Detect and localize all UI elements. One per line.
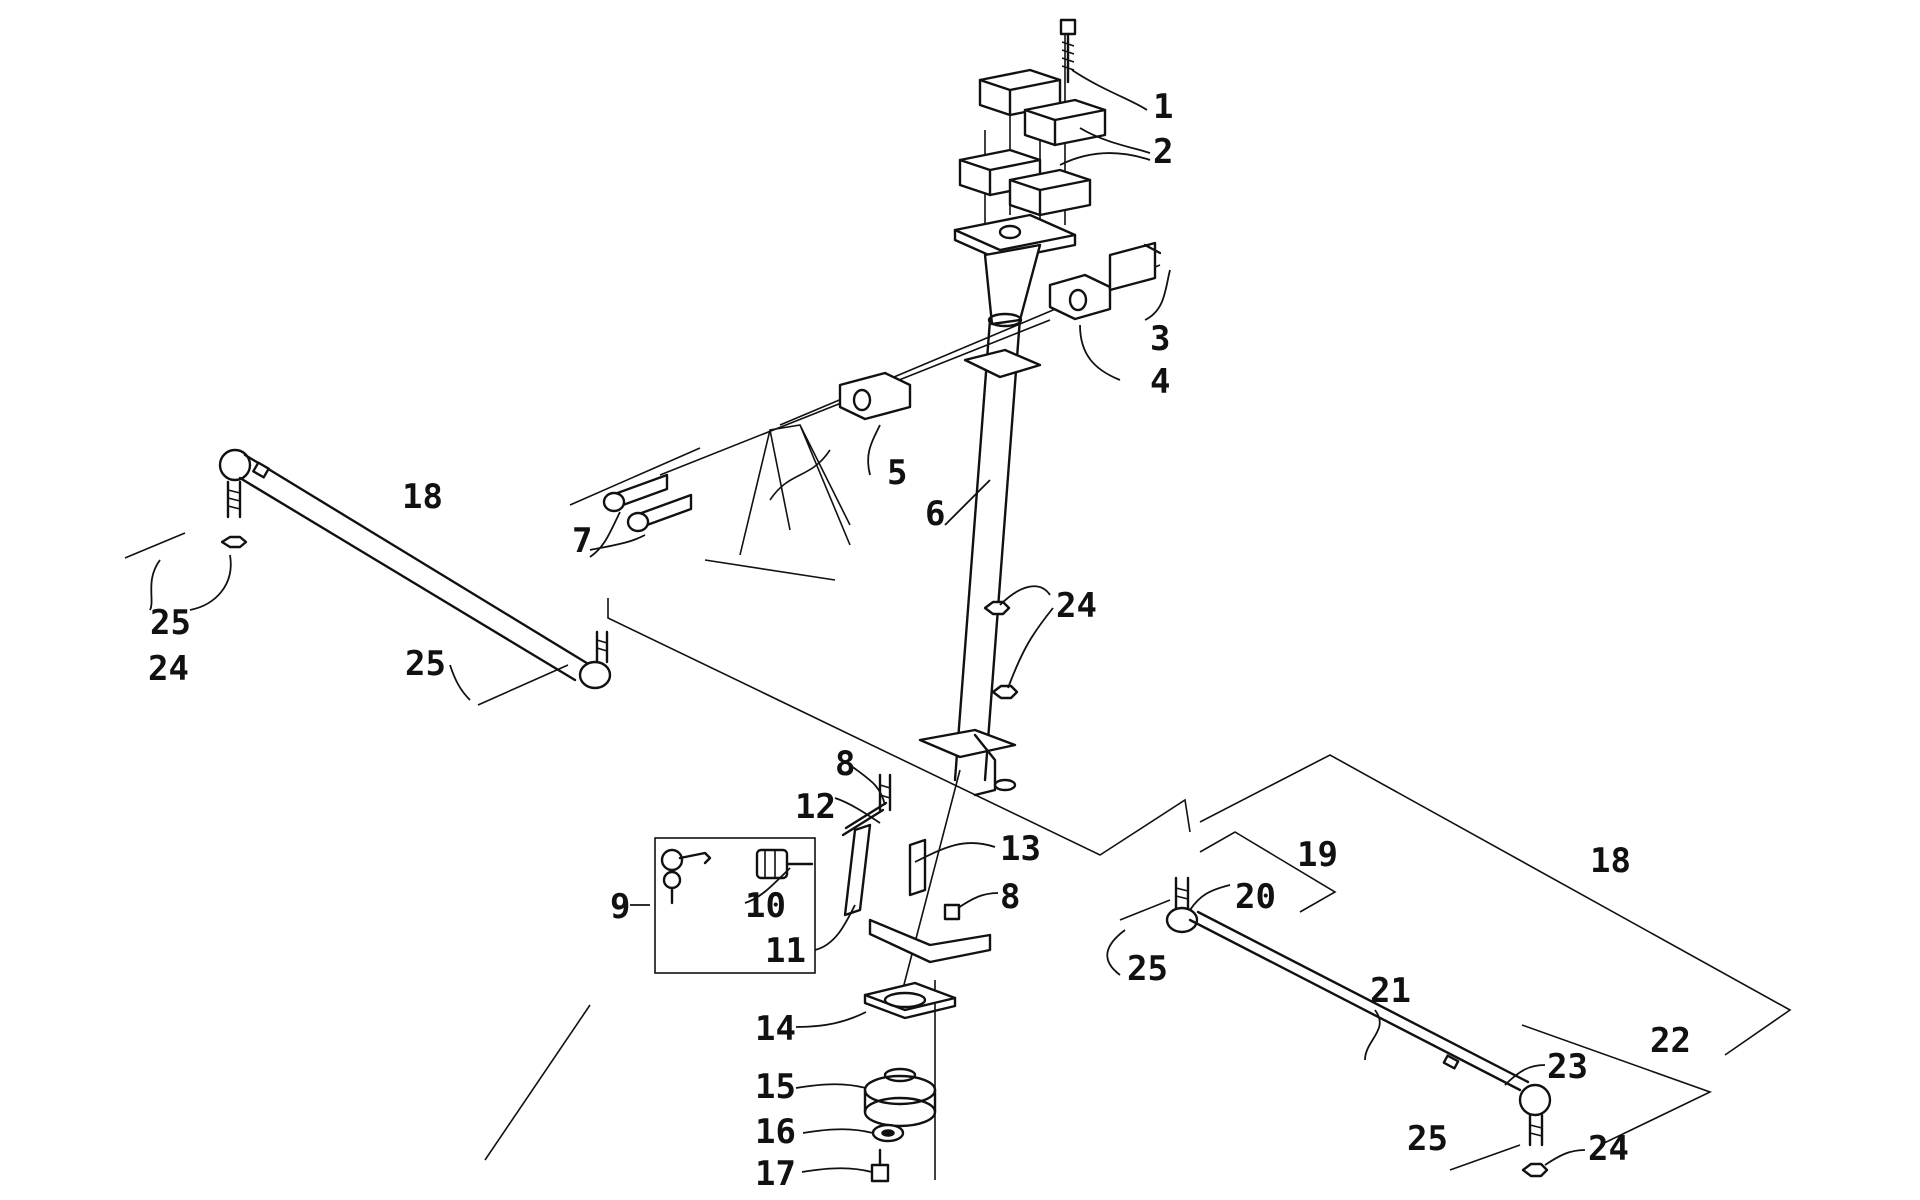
callout-12: 12 — [795, 787, 836, 827]
callout-20: 20 — [1235, 877, 1276, 917]
callout-24a: 24 — [148, 649, 189, 689]
lower-bearing-stack — [863, 981, 957, 1183]
callout-2: 2 — [1153, 132, 1173, 172]
callout-5: 5 — [887, 453, 907, 493]
callout-13: 13 — [1000, 829, 1041, 869]
callout-24b: 24 — [1056, 586, 1097, 626]
callout-14: 14 — [755, 1009, 796, 1049]
callout-19: 19 — [1297, 835, 1338, 875]
callout-25b: 25 — [405, 644, 446, 684]
callout-22: 22 — [1650, 1021, 1691, 1061]
leader-lines — [149, 69, 1586, 1173]
callout-15: 15 — [755, 1067, 796, 1107]
callout-8b: 8 — [1000, 877, 1020, 917]
callout-11: 11 — [765, 931, 806, 971]
top-bolt — [1059, 18, 1077, 84]
assembly-guide-lines — [484, 28, 1792, 1180]
callout-25c: 25 — [1127, 949, 1168, 989]
tie-rod-left — [124, 448, 612, 706]
callout-23: 23 — [1547, 1047, 1588, 1087]
callout-10: 10 — [745, 886, 786, 926]
callout-24c: 24 — [1588, 1129, 1629, 1169]
callout-18a: 18 — [402, 477, 443, 517]
steering-post-bushings — [838, 241, 1162, 421]
callout-1: 1 — [1153, 87, 1173, 127]
frame-bracket — [704, 424, 851, 581]
callout-3: 3 — [1150, 319, 1170, 359]
ignition-lock-assembly — [654, 773, 992, 974]
callout-labels: 1 2 3 4 5 6 7 8 8 9 10 11 12 13 14 15 16… — [148, 87, 1691, 1194]
castle-nuts-center — [983, 600, 1019, 700]
handlebar-clamp-set — [958, 68, 1107, 217]
callout-25d: 25 — [1407, 1119, 1448, 1159]
bushing-bolts — [602, 473, 693, 533]
callout-17: 17 — [755, 1154, 796, 1194]
callout-7: 7 — [572, 521, 592, 561]
callout-25a: 25 — [150, 603, 191, 643]
callout-6: 6 — [925, 494, 945, 534]
callout-9: 9 — [610, 887, 630, 927]
steering-post — [918, 312, 1042, 797]
tie-rod-right — [1119, 876, 1552, 1178]
callout-4: 4 — [1150, 362, 1170, 402]
callout-8a: 8 — [835, 744, 855, 784]
callout-21: 21 — [1370, 971, 1411, 1011]
callout-18b: 18 — [1590, 841, 1631, 881]
steering-post-top-plate — [953, 213, 1077, 326]
callout-16: 16 — [755, 1112, 796, 1152]
